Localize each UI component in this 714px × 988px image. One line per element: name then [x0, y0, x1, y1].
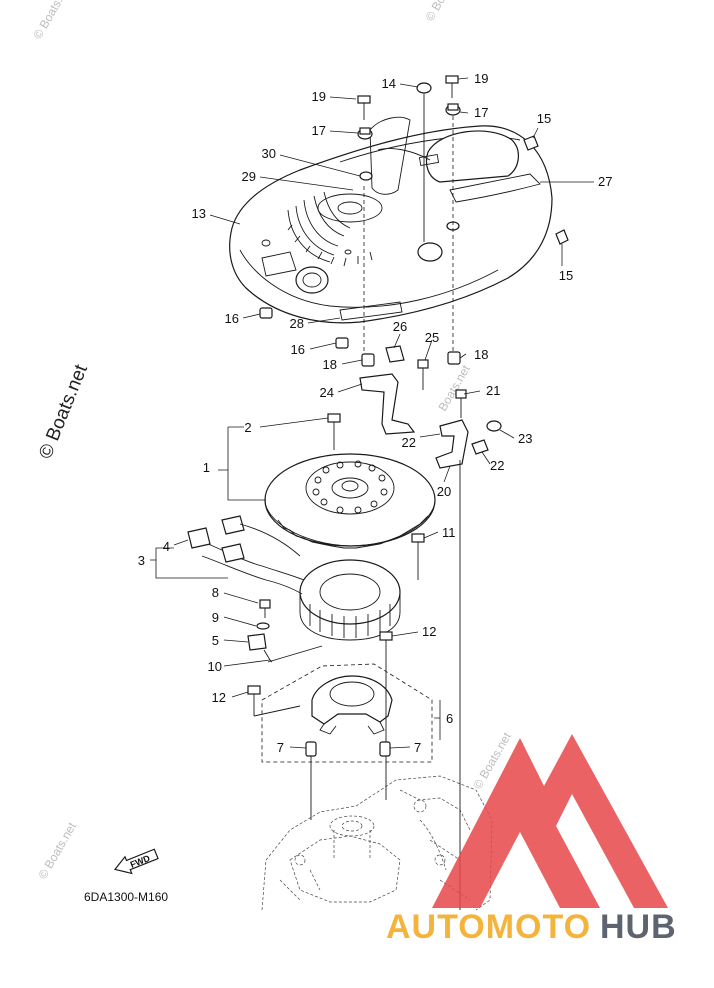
callout-16-left: 16: [225, 311, 239, 326]
callout-labels: 1 2 3 4 5 6 7 7 8 9 10 11 12 12 13 14 15…: [138, 71, 613, 755]
callout-4: 4: [163, 539, 170, 554]
callout-22-right: 22: [490, 458, 504, 473]
diagram-code: 6DA1300-M160: [84, 890, 168, 904]
flywheel: [264, 413, 436, 549]
fwd-arrow: FWD: [113, 848, 159, 875]
callout-13: 13: [192, 206, 206, 221]
logo-text-hub: HUB: [600, 908, 677, 946]
pulser-coil: [247, 599, 273, 663]
callout-14: 14: [382, 76, 396, 91]
callout-24: 24: [320, 385, 334, 400]
watermark-middle: Boats.net: [435, 362, 473, 413]
callout-27: 27: [598, 174, 612, 189]
callout-25: 25: [425, 330, 439, 345]
flywheel-holes: [312, 460, 388, 514]
cover-vent-fins: [287, 191, 373, 267]
side-brand-text: © Boats.net: [35, 361, 92, 462]
callout-17-left: 17: [312, 123, 326, 138]
callout-18-right: 18: [474, 347, 488, 362]
watermark-top-right: © Boats.net: [422, 0, 466, 24]
callout-21: 21: [486, 383, 500, 398]
callout-30: 30: [262, 146, 276, 161]
brackets: [359, 345, 502, 469]
callout-6: 6: [446, 711, 453, 726]
callout-2: 2: [244, 420, 251, 435]
callout-12-right: 12: [422, 624, 436, 639]
stator: [187, 515, 401, 641]
callout-22-left: 22: [402, 435, 416, 450]
flywheel-cover: [229, 116, 553, 324]
callout-19-right: 19: [474, 71, 488, 86]
callout-10: 10: [208, 659, 222, 674]
callout-11: 11: [442, 525, 456, 540]
callout-23: 23: [518, 431, 532, 446]
callout-20: 20: [437, 484, 451, 499]
watermark-bottom-left: © Boats.net: [35, 819, 79, 881]
logo-text-automoto: AUTOMOTO: [386, 908, 591, 946]
callout-15-top: 15: [537, 111, 551, 126]
callout-17-right: 17: [474, 105, 488, 120]
assembly-6-box: [261, 663, 433, 763]
callout-7-right: 7: [414, 740, 421, 755]
callout-16-right: 16: [291, 342, 305, 357]
callout-1: 1: [203, 460, 210, 475]
callout-12-left: 12: [212, 690, 226, 705]
callout-18-left: 18: [323, 357, 337, 372]
callout-15-bottom: 15: [559, 268, 573, 283]
callout-3: 3: [138, 553, 145, 568]
logo-triangle-mark: [432, 734, 668, 908]
watermark-top-left: © Boats.net: [30, 0, 74, 41]
stator-base: [247, 533, 425, 757]
callout-8: 8: [212, 585, 219, 600]
fwd-label: FWD: [129, 853, 152, 870]
callout-9: 9: [212, 610, 219, 625]
leader-lines: [150, 77, 594, 910]
automotohub-logo: AUTOMOTO HUB: [386, 734, 677, 946]
callout-19-left: 19: [312, 89, 326, 104]
callout-26: 26: [393, 319, 407, 334]
callout-7-left: 7: [277, 740, 284, 755]
callout-29: 29: [242, 169, 256, 184]
callout-5: 5: [212, 633, 219, 648]
callout-28: 28: [290, 316, 304, 331]
